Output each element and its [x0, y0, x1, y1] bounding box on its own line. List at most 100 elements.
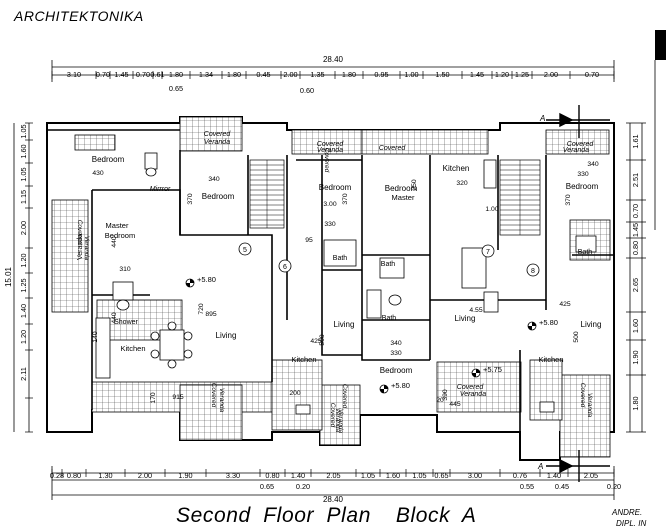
top-dim-label: 1.25	[515, 70, 529, 79]
overall-top-dim: 28.40	[323, 55, 344, 64]
room-label: Covered	[204, 131, 232, 138]
top-dimension-ticks	[51, 71, 615, 79]
bottom-sub-dim: 0.20	[607, 482, 621, 491]
room-label: Kitchen	[291, 355, 316, 364]
bottom-sub-dim: 0.55	[520, 482, 534, 491]
internal-dim: 445	[449, 401, 461, 408]
top-dim-label: 0.70	[585, 70, 599, 79]
left-dim-label: 1.40	[19, 304, 28, 318]
right-dimension-ticks	[626, 122, 646, 433]
room-label: Veranda	[460, 391, 486, 398]
internal-dim: 895	[205, 311, 217, 318]
room-label: Veranda	[218, 388, 225, 413]
bottom-dim-label: 1.60	[386, 471, 400, 480]
left-dim-label: 1.05	[19, 124, 28, 138]
bottom-dim-label: 1.05	[412, 471, 426, 480]
room-label: Bedroom	[385, 184, 418, 193]
stair-number: 6	[283, 264, 287, 271]
right-dim-label: 0.80	[631, 241, 640, 255]
internal-dim: 425	[559, 301, 571, 308]
veranda-tiles	[51, 116, 611, 458]
internal-dim: 500	[319, 334, 326, 346]
room-label: Master	[106, 221, 129, 230]
stair-number: 8	[531, 268, 535, 275]
top-dim-label: 1.80	[227, 70, 241, 79]
left-dim-label: 2.11	[19, 367, 28, 381]
internal-dim: 915	[172, 394, 184, 401]
bottom-dim-label: 1.30	[98, 471, 112, 480]
top-dim-label: 1.80	[342, 70, 356, 79]
section-marker-label: A	[537, 462, 543, 471]
internal-dim: 500	[573, 331, 580, 343]
room-label: Shower	[114, 319, 138, 326]
bottom-sub-dim: 0.20	[296, 482, 310, 491]
top-dim-label: 1.45	[114, 70, 128, 79]
top-dim-label: 0.70	[96, 70, 110, 79]
top-dim-label: 1.20	[495, 70, 509, 79]
right-dimension-lines	[629, 123, 643, 432]
left-dim-label: 1.20	[19, 330, 28, 344]
internal-dim: 340	[587, 161, 599, 168]
cropped-legend-strip	[654, 30, 666, 230]
level-label: +5.75	[483, 365, 502, 374]
room-label: Bedroom	[380, 366, 413, 375]
left-dim-label: 1.60	[19, 144, 28, 158]
top-dim-label: 1.80	[169, 70, 183, 79]
bottom-sub-dim: 0.65	[260, 482, 274, 491]
bottom-dim-label: 0.76	[513, 471, 527, 480]
bottom-dim-label: 0.65	[434, 471, 448, 480]
internal-dim: 320	[456, 180, 468, 187]
internal-dim: 430	[92, 170, 104, 177]
level-label: +5.80	[391, 381, 410, 390]
room-label: Veranda	[317, 147, 343, 154]
right-dim-label: 1.60	[631, 319, 640, 333]
internal-dim: 250	[411, 179, 418, 191]
interior-walls	[47, 129, 614, 432]
room-label: Living	[216, 331, 237, 340]
room-label: Covered	[329, 403, 336, 428]
room-label: Covered	[379, 145, 407, 152]
room-label: Bath	[333, 255, 348, 262]
room-label: Bath	[382, 315, 397, 322]
left-dimension-ticks	[25, 122, 33, 433]
room-label: Veranda	[563, 147, 589, 154]
right-dim-label: 2.51	[631, 173, 640, 187]
internal-dim: 20	[436, 397, 444, 404]
left-dim-label: 1.20	[19, 253, 28, 267]
room-label: Bedroom	[105, 231, 135, 240]
room-label: Veranda	[337, 409, 344, 434]
top-dim-label: 1.45	[470, 70, 484, 79]
level-marker	[527, 321, 537, 331]
bottom-dim-label: 1.05	[361, 471, 375, 480]
left-dim-label: 1.05	[19, 167, 28, 181]
room-label: Covered	[76, 220, 83, 245]
overall-bottom-dim: 28.40	[323, 495, 344, 504]
top-dim-label: 1.50	[435, 70, 449, 79]
internal-dim: 95	[305, 237, 313, 244]
internal-dim: 170	[150, 392, 157, 404]
internal-dim: 330	[577, 171, 589, 178]
bottom-dimension-ticks	[51, 469, 615, 477]
footer-firm-line1: ANDRE.	[612, 508, 643, 517]
left-dim-label: 1.25	[19, 278, 28, 292]
internal-dim: 425	[310, 338, 322, 345]
room-label: Covered	[341, 384, 348, 409]
internal-dim: 370	[187, 193, 194, 205]
internal-dim: 4.55	[469, 307, 482, 314]
room-label: Kitchen	[120, 344, 145, 353]
top-dim-label: 1.34	[199, 70, 213, 79]
right-dim-label: 1.45	[631, 223, 640, 237]
internal-dim: 340	[390, 340, 402, 347]
room-label: Covered	[457, 384, 485, 391]
room-label: Bedroom	[319, 183, 352, 192]
room-label: Covered	[323, 148, 330, 173]
left-dim-label: 1.15	[19, 190, 28, 204]
top-dim-label: 0.61	[150, 70, 164, 79]
bottom-sub-dim: 0.45	[555, 482, 569, 491]
room-label: Veranda	[77, 234, 84, 260]
room-label: Covered	[210, 383, 217, 408]
bottom-dim-label: 1.90	[178, 471, 192, 480]
internal-dim: 3.00	[323, 201, 336, 208]
fixtures	[95, 152, 597, 415]
internal-dim: 1.00	[485, 206, 498, 213]
